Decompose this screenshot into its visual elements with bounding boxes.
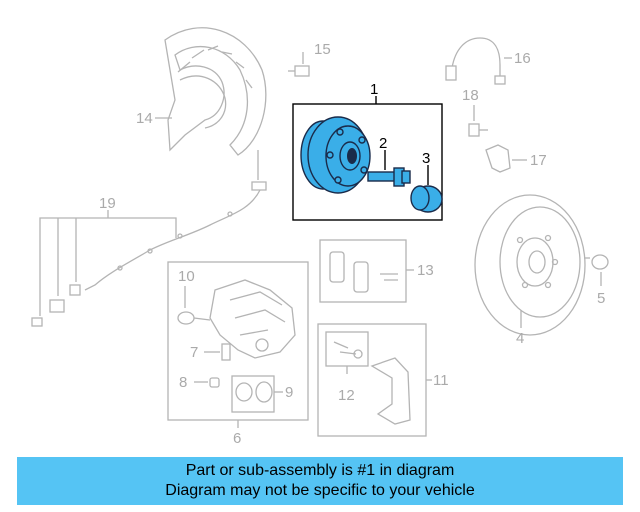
callout-1: 1 [370,81,378,98]
callout-8: 8 [179,374,187,391]
callout-17: 17 [530,152,547,169]
callout-5: 5 [597,290,605,307]
bracket-17 [485,144,511,173]
dust-shield [164,27,267,156]
hub-assembly-box [292,103,443,221]
callout-9: 9 [285,384,293,401]
callout-11: 11 [433,372,449,389]
callout-16: 16 [514,50,531,67]
guide-pins [333,341,363,359]
seal-kit-box [231,375,275,413]
dust-cap-8 [209,377,220,388]
callout-7: 7 [190,344,198,361]
callout-12: 12 [338,387,355,404]
wheel-hub [300,116,371,194]
brake-pad-box [319,239,407,303]
callout-14: 14 [136,110,153,127]
bleeder-clip [177,311,211,325]
callout-13: 13 [417,262,434,279]
screw-18 [468,123,488,137]
info-banner: Part or sub-assembly is #1 in diagram Di… [17,457,623,505]
seal-kit [235,381,273,403]
callout-2: 2 [379,135,387,152]
caliper-bracket [370,357,411,425]
callout-19: 19 [99,195,116,212]
bolt-15 [288,65,310,77]
guide-pin-box [325,331,369,367]
callout-10: 10 [178,268,195,285]
hub-cap [410,185,443,213]
brake-rotor [474,194,586,336]
brake-hose [445,37,506,85]
hub-bolt [367,167,411,187]
callout-3: 3 [422,150,430,167]
brake-caliper [209,279,296,359]
callout-4: 4 [516,330,524,347]
callout-15: 15 [314,41,331,58]
parts-diagram: 14 15 16 18 17 1 [31,27,609,447]
callout-6: 6 [233,430,241,447]
banner-line-2: Diagram may not be specific to your vehi… [165,482,475,499]
banner-line-1: Part or sub-assembly is #1 in diagram [185,462,455,479]
abs-sensor-wiring [31,150,267,327]
bleeder-screw [221,343,231,361]
callout-18: 18 [462,87,479,104]
rotor-screw [584,254,609,270]
brake-pads [329,251,398,293]
